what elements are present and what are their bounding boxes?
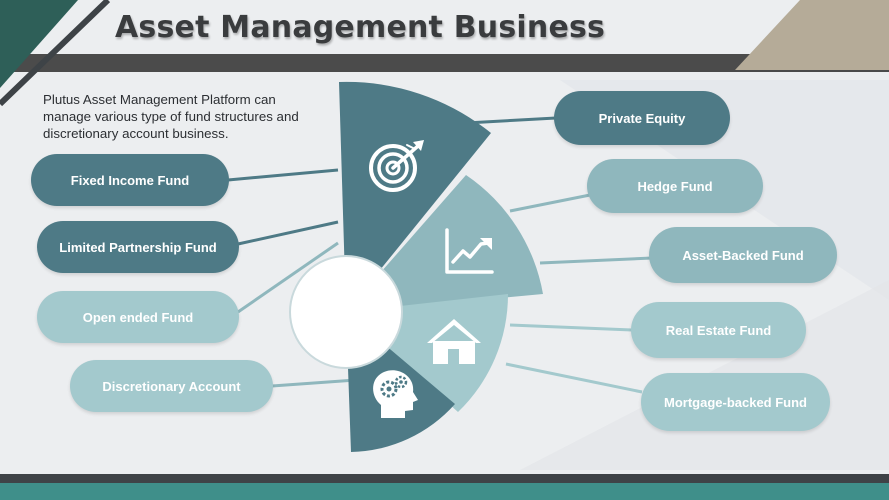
center-circle	[289, 255, 403, 369]
accent-corner-right	[735, 0, 889, 70]
footer-bar-teal	[0, 483, 889, 500]
footer-bar-dark	[0, 474, 889, 483]
fund-label: Private Equity	[598, 110, 686, 126]
intro-text: Plutus Asset Management Platform can man…	[43, 92, 299, 141]
fund-label: Open ended Fund	[82, 309, 194, 325]
fund-label: Asset-Backed Fund	[682, 247, 804, 263]
slide-title: Asset Management Business	[115, 10, 606, 45]
segment-growth	[346, 175, 543, 312]
fund-pill-discretionary-account: Discretionary Account	[70, 360, 273, 412]
fund-label: Limited Partnership Fund	[59, 239, 217, 255]
header-bar	[0, 54, 889, 72]
head-gears-icon	[373, 370, 418, 418]
fund-pill-private-equity: Private Equity	[554, 91, 730, 145]
house-icon	[427, 319, 481, 364]
fund-pill-mortgage-backed: Mortgage-backed Fund	[641, 373, 830, 431]
fund-label: Real Estate Fund	[665, 322, 772, 338]
fund-label: Mortgage-backed Fund	[663, 394, 807, 410]
target-icon	[369, 140, 424, 192]
fund-pill-open-ended: Open ended Fund	[37, 291, 239, 343]
fund-pill-fixed-income: Fixed Income Fund	[31, 154, 229, 206]
fund-pill-real-estate: Real Estate Fund	[631, 302, 806, 358]
fund-pill-hedge-fund: Hedge Fund	[587, 159, 763, 213]
growth-chart-icon	[445, 228, 494, 274]
fund-label: Discretionary Account	[102, 378, 241, 394]
fund-pill-asset-backed: Asset-Backed Fund	[649, 227, 837, 283]
connector-lines	[227, 116, 653, 394]
accent-corner-left	[0, 0, 78, 88]
fund-label: Fixed Income Fund	[70, 172, 190, 188]
fund-label: Hedge Fund	[637, 178, 713, 194]
segment-target	[339, 81, 491, 312]
fund-pill-limited-partnership: Limited Partnership Fund	[37, 221, 239, 273]
